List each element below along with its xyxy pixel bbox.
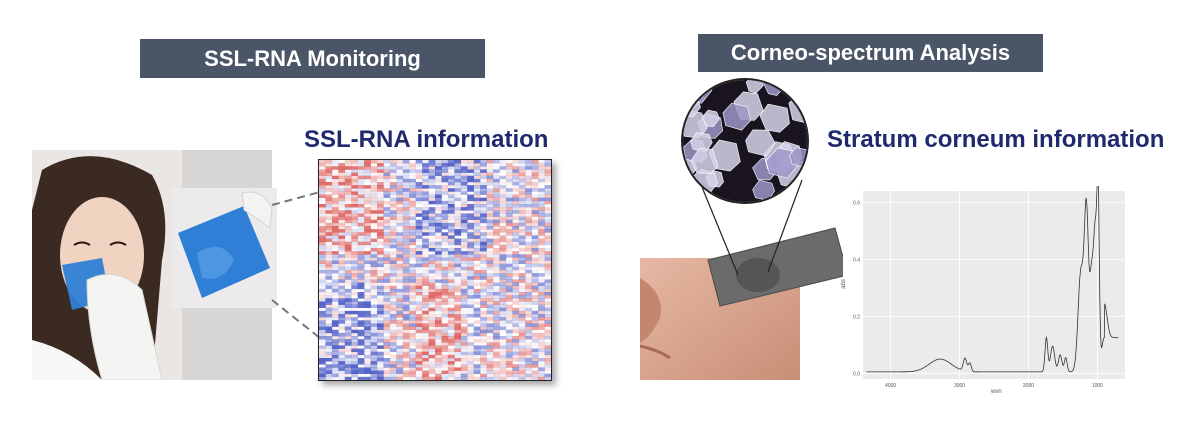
blotting-film-photo <box>172 188 277 308</box>
corneocyte-micrograph <box>681 78 809 204</box>
tape-strip <box>707 227 849 307</box>
zoom-connector-lines <box>271 191 321 339</box>
y-tick-label: 0.6 <box>853 200 860 206</box>
x-tick-label: 3000 <box>954 383 965 389</box>
y-tick-label: 0.4 <box>853 257 860 263</box>
x-tick-label: 2000 <box>1023 383 1034 389</box>
plot-panel-background <box>863 191 1125 379</box>
x-tick-label: 1000 <box>1092 383 1103 389</box>
y-tick-label: 0.0 <box>853 371 860 377</box>
stratum-corneum-information-heading: Stratum corneum information <box>827 126 1165 153</box>
ssl-rna-monitoring-banner: SSL-RNA Monitoring <box>140 39 485 78</box>
spectrum-xlabel: wvn <box>991 389 1002 395</box>
ssl-rna-monitoring-title: SSL-RNA Monitoring <box>204 45 421 71</box>
spectrum-plot: 4000 3000 2000 1000 0.6 0.4 0.2 0.0 abs wvn <box>840 186 1133 396</box>
ssl-rna-information-heading: SSL-RNA information <box>304 126 549 153</box>
x-tick-label: 4000 <box>885 383 896 389</box>
ssl-rna-heatmap <box>318 159 552 381</box>
spectrum-trace <box>866 186 1119 373</box>
corneo-spectrum-analysis-banner: Corneo-spectrum Analysis <box>698 34 1043 72</box>
y-tick-label: 0.2 <box>853 314 860 320</box>
spectrum-ylabel: abs <box>840 279 847 289</box>
corneo-spectrum-analysis-title: Corneo-spectrum Analysis <box>730 40 1011 65</box>
